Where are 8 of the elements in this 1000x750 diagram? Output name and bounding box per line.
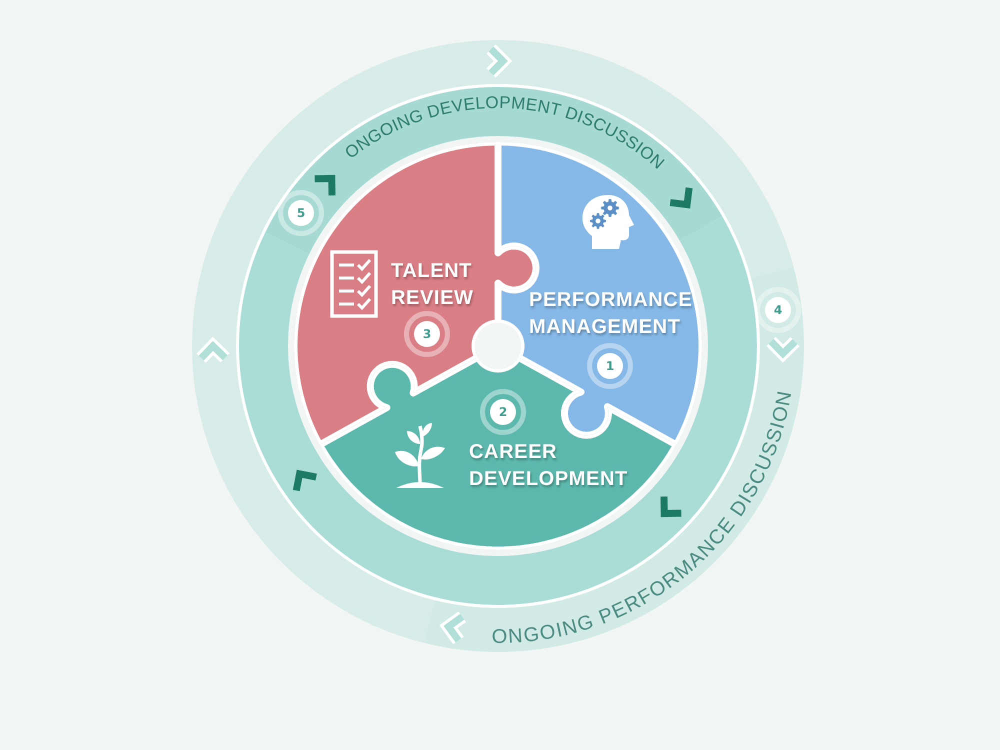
number-badge [755, 287, 801, 333]
piece-label: PERFORMANCE MANAGEMENT [529, 288, 692, 340]
piece-label: CAREER DEVELOPMENT [469, 440, 628, 492]
number-badge [587, 343, 633, 389]
number-badge [404, 311, 450, 357]
number-badge [480, 389, 526, 435]
piece-label: TALENT REVIEW [391, 259, 474, 311]
number-badge [278, 190, 324, 236]
